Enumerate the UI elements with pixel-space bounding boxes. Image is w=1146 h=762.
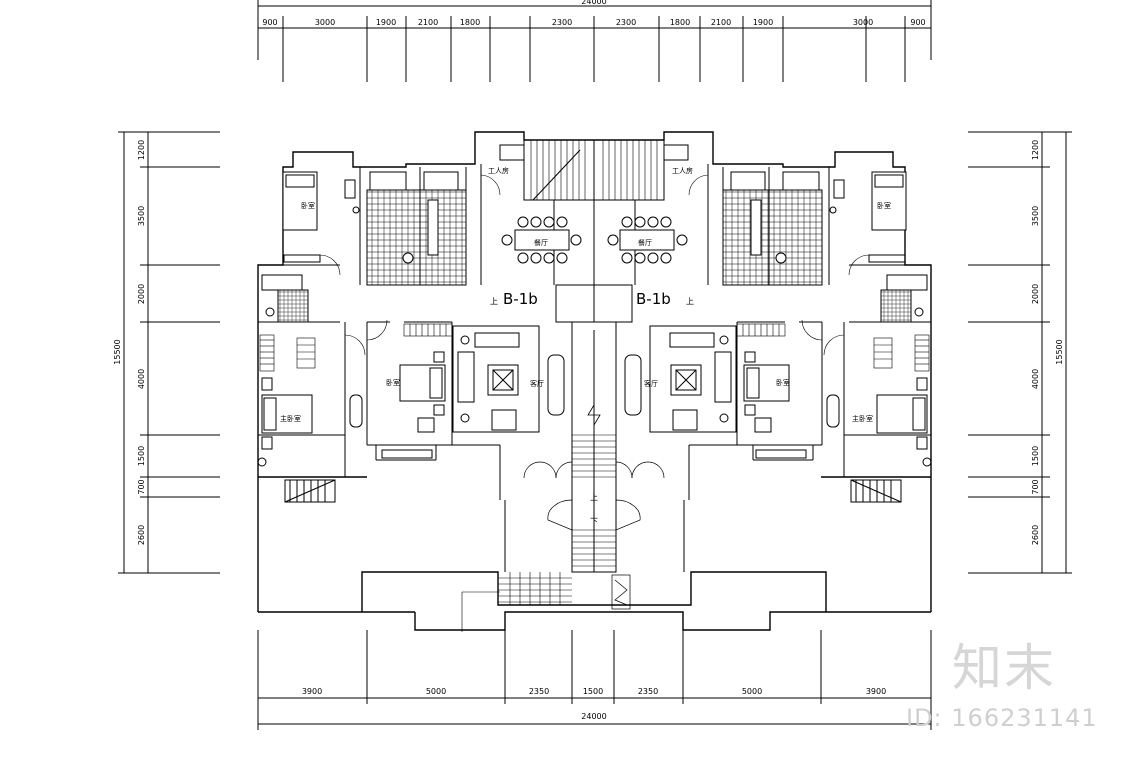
total-width-bottom: 24000 [581, 712, 606, 721]
stair-core [523, 139, 665, 573]
dim-bottom: 5000 [426, 687, 446, 696]
stair-treads-top [530, 140, 658, 200]
right-dimension-lines [968, 131, 1072, 574]
kitchen-tile-left [419, 189, 467, 286]
room-labels: 卧室 主卧室 卧室 餐厅 客厅 工人房 卧室 主卧室 卧室 餐厅 客厅 工人房 [280, 166, 891, 423]
room-worker: 工人房 [488, 166, 509, 175]
dim-top: 3000 [315, 18, 335, 27]
room-bedroom: 卧室 [776, 378, 790, 387]
bath2-tile-left [277, 289, 309, 323]
room-master-bedroom: 主卧室 [852, 414, 873, 423]
dim-left: 1500 [137, 446, 146, 466]
dim-bottom: 3900 [302, 687, 322, 696]
unit-label-right: B-1b [636, 290, 671, 308]
bath-tile-right [768, 189, 823, 286]
dim-left: 3500 [137, 206, 146, 226]
dim-right: 2000 [1031, 284, 1040, 304]
room-living: 客厅 [644, 379, 658, 388]
room-worker: 工人房 [672, 166, 693, 175]
bath2-tile-right [880, 289, 912, 323]
dim-right: 1200 [1031, 140, 1040, 160]
dim-bottom: 2350 [638, 687, 658, 696]
wardrobe-right [736, 323, 930, 372]
dim-top: 900 [910, 18, 925, 27]
dim-left: 700 [137, 479, 146, 494]
dim-top: 1900 [376, 18, 396, 27]
top-dimension-lines [257, 0, 932, 82]
dim-top: 1800 [460, 18, 480, 27]
dim-top: 2100 [711, 18, 731, 27]
total-width-top: 24000 [581, 0, 606, 6]
top-dimension-labels: 24000 900 3000 1900 2100 1800 2300 2300 … [262, 0, 925, 27]
dim-top: 2300 [552, 18, 572, 27]
dim-top: 1900 [753, 18, 773, 27]
room-living: 客厅 [530, 379, 544, 388]
left-dimension-labels: 1200 3500 2000 4000 1500 700 2600 15500 [113, 140, 146, 545]
dim-bottom: 5000 [742, 687, 762, 696]
room-bedroom: 卧室 [877, 201, 891, 210]
dim-top: 2100 [418, 18, 438, 27]
entry-door-arcs [523, 461, 665, 610]
stair-up-center: 上 [590, 493, 598, 502]
stair-up-left: 上 [490, 297, 498, 306]
bottom-dimension-lines [257, 630, 932, 730]
dim-top: 1800 [670, 18, 690, 27]
stair-treads-main [461, 404, 616, 632]
left-dimension-lines [118, 131, 220, 574]
dim-left: 1200 [137, 140, 146, 160]
dim-top: 900 [262, 18, 277, 27]
room-master-bedroom: 主卧室 [280, 414, 301, 423]
dim-bottom: 2350 [529, 687, 549, 696]
watermark-logo: 知末 [952, 639, 1056, 697]
room-dining: 餐厅 [638, 238, 652, 247]
dim-top: 2300 [616, 18, 636, 27]
kitchen-tile-right [722, 189, 770, 286]
dim-left: 4000 [137, 369, 146, 389]
room-dining: 餐厅 [534, 238, 548, 247]
dim-right: 1500 [1031, 446, 1040, 466]
dim-left: 2000 [137, 284, 146, 304]
watermark-id: ID: 166231141 [906, 704, 1098, 732]
dim-bottom: 3900 [866, 687, 886, 696]
unit-label-left: B-1b [503, 290, 538, 308]
bath-tile-left [366, 189, 421, 286]
stair-up-right: 上 [686, 297, 694, 306]
dim-right: 4000 [1031, 369, 1040, 389]
bottom-dimension-labels: 3900 5000 2350 1500 2350 5000 3900 24000 [302, 687, 886, 721]
dim-bottom: 1500 [583, 687, 603, 696]
dim-left-total: 15500 [113, 339, 122, 364]
dim-right-total: 15500 [1055, 339, 1064, 364]
dim-right: 2600 [1031, 525, 1040, 545]
stair-down-center: 下 [590, 517, 598, 526]
wardrobe-left [259, 323, 453, 372]
dim-top: 3000 [853, 18, 873, 27]
dim-right: 700 [1031, 479, 1040, 494]
dim-left: 2600 [137, 525, 146, 545]
room-bedroom: 卧室 [386, 378, 400, 387]
dim-right: 3500 [1031, 206, 1040, 226]
right-dimension-labels: 1200 3500 2000 4000 1500 700 2600 15500 [1031, 140, 1064, 545]
room-bedroom: 卧室 [301, 201, 315, 210]
interior-walls-left [258, 164, 555, 572]
